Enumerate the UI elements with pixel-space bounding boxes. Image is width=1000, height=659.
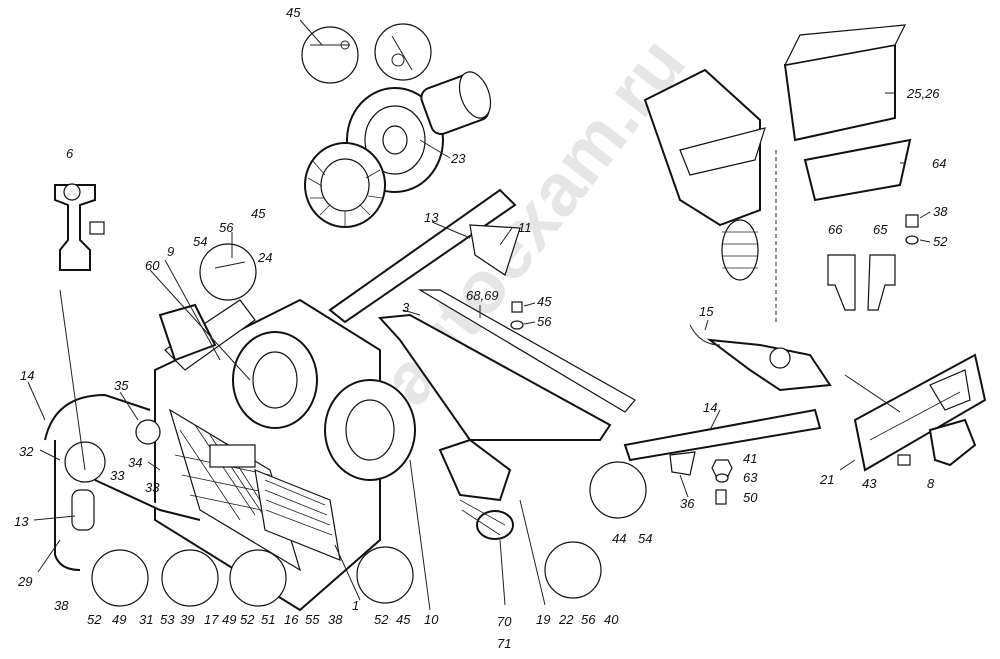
label-52: 52 [374,612,389,627]
label-38: 38 [328,612,343,627]
callout-labels: 45 6 23 13 11 56 45 54 24 9 60 3 68,69 4… [14,5,948,651]
label-64: 64 [932,156,946,171]
label-32: 32 [19,444,34,459]
label-21: 21 [819,472,834,487]
label-43: 43 [862,476,877,491]
label-45: 45 [396,612,411,627]
label-54: 54 [193,234,207,249]
label-35: 35 [114,378,129,393]
leader-lines [27,19,931,611]
label-56: 56 [581,612,596,627]
label-33: 33 [110,468,125,483]
label-52: 52 [87,612,102,627]
label-49: 49 [222,612,236,627]
label-6: 6 [66,146,74,161]
heater-body [154,298,416,612]
label-31: 31 [139,612,153,627]
control-valve [689,324,832,392]
label-63: 63 [743,470,758,485]
label-41: 41 [743,451,757,466]
fan-motor-assembly [301,23,492,228]
label-13: 13 [424,210,439,225]
label-65: 65 [873,222,888,237]
label-33: 33 [145,480,160,495]
label-3: 3 [402,300,410,315]
label-56: 56 [219,220,234,235]
label-55: 55 [305,612,320,627]
air-duct [377,289,636,540]
inlet-box-assembly [643,24,912,325]
label-40: 40 [604,612,619,627]
label-24: 24 [257,250,272,265]
label-14: 14 [20,368,34,383]
label-70: 70 [497,614,512,629]
label-38: 38 [54,598,69,613]
label-60: 60 [145,258,160,273]
label-22: 22 [558,612,574,627]
label-45: 45 [251,206,266,221]
label-10: 10 [424,612,439,627]
fasteners [510,214,919,505]
label-9: 9 [167,244,174,259]
label-1: 1 [352,598,359,613]
control-panel [853,353,987,472]
label-39: 39 [180,612,194,627]
label-38: 38 [933,204,948,219]
label-52: 52 [240,612,255,627]
label-45: 45 [286,5,301,20]
label-11: 11 [518,220,532,235]
label-50: 50 [743,490,758,505]
tap-assembly [54,183,105,271]
label-14: 14 [703,400,717,415]
label-36: 36 [680,496,695,511]
label-51: 51 [261,612,275,627]
label-52: 52 [933,234,948,249]
label-44: 44 [612,531,626,546]
label-16: 16 [284,612,299,627]
label-53: 53 [160,612,175,627]
label-56: 56 [537,314,552,329]
label-13: 13 [14,514,29,529]
label-54: 54 [638,531,652,546]
label-66: 66 [828,222,843,237]
label-25-26: 25,26 [906,86,940,101]
label-19: 19 [536,612,550,627]
label-71: 71 [497,636,511,651]
label-15: 15 [699,304,714,319]
left-pipe-assembly [44,393,201,571]
label-68-69: 68,69 [466,288,499,303]
label-29: 29 [17,574,32,589]
label-34: 34 [128,455,142,470]
mounting-bars [328,188,822,476]
label-17: 17 [204,612,219,627]
label-23: 23 [450,151,466,166]
detail-circles [91,243,647,607]
brackets [827,254,896,311]
label-45: 45 [537,294,552,309]
label-8: 8 [927,476,935,491]
label-49: 49 [112,612,126,627]
